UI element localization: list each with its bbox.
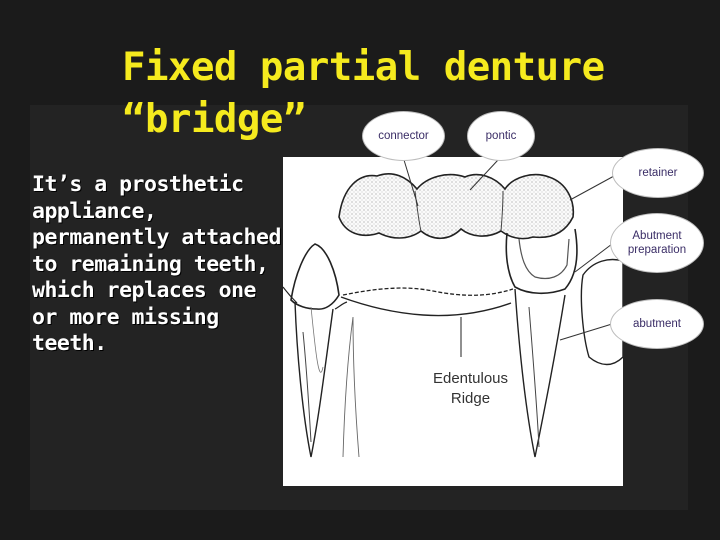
- ridge-label-line-2: Ridge: [450, 390, 491, 407]
- connector-joint: [342, 287, 514, 296]
- left-tooth: [290, 243, 340, 310]
- title-line-1: Fixed partial denture: [122, 45, 605, 90]
- title-line-2: “bridge”: [122, 97, 306, 142]
- callout-abutment-preparation: Abutment preparation: [610, 213, 704, 273]
- callout-connector: connector: [362, 111, 445, 161]
- bridge-drawing: [283, 173, 623, 458]
- slide-title: Fixed partial denture “bridge”: [122, 42, 605, 146]
- callout-pontic: pontic: [467, 111, 535, 161]
- callout-retainer: retainer: [612, 148, 704, 198]
- ridge-label-line-1: Edentulous: [432, 370, 509, 387]
- definition-text: It’s a prosthetic appliance, permanently…: [32, 172, 281, 356]
- edentulous-ridge-label: Edentulous Ridge: [423, 369, 518, 409]
- left-tooth-root: [294, 301, 334, 458]
- abutment-preparation: [518, 238, 570, 280]
- gum-line: [283, 286, 348, 310]
- abutment-root: [514, 288, 566, 458]
- bridge-body: [338, 173, 575, 240]
- edentulous-ridge: [340, 296, 512, 317]
- callout-abutment: abutment: [610, 299, 704, 349]
- bridge-diagram: Edentulous Ridge: [283, 157, 623, 486]
